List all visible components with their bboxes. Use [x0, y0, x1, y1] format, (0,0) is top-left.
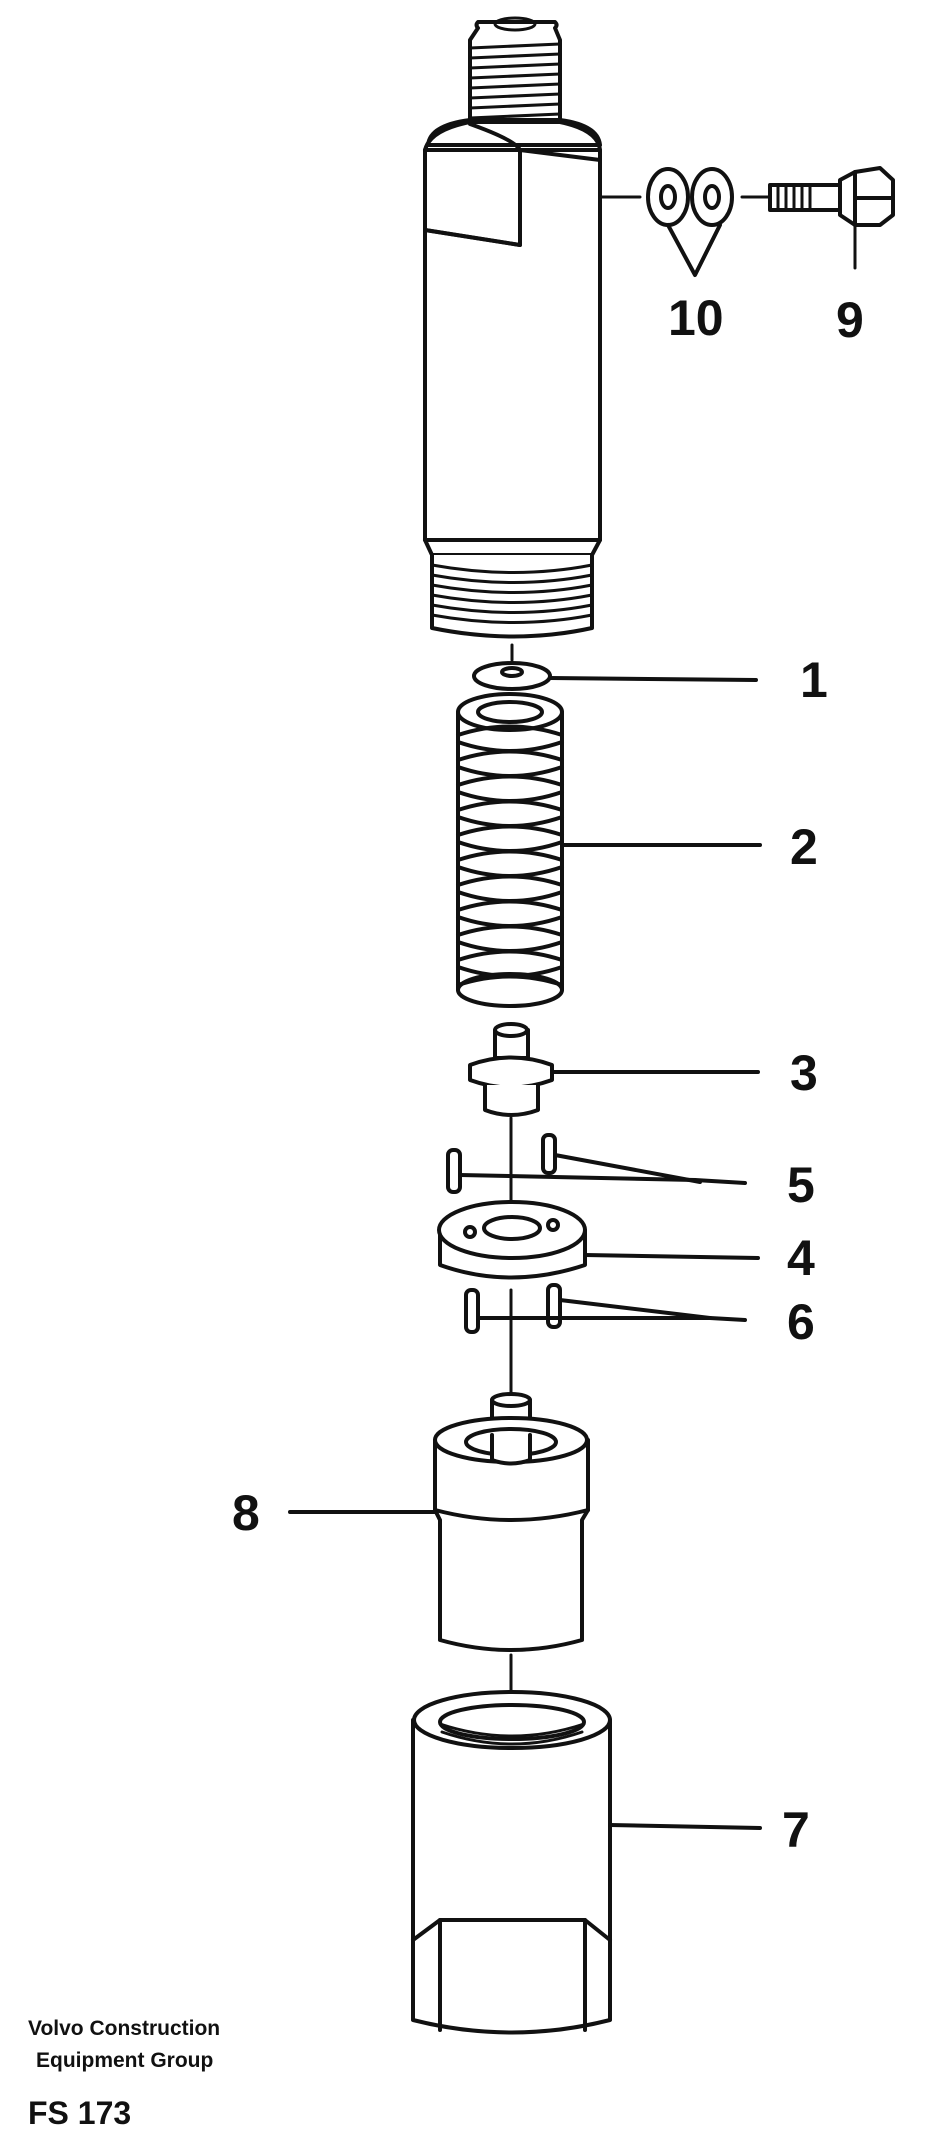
part-5-upper-dowel-pins: [446, 1133, 747, 1194]
part-8-injection-nozzle: [288, 1392, 590, 1722]
part-7-nozzle-nut: [411, 1690, 762, 2035]
injector-holder-body: [423, 16, 642, 639]
callout-10: 10: [668, 290, 724, 346]
company-name-line1: Volvo Construction: [28, 2017, 221, 2040]
callout-6: 6: [787, 1294, 815, 1350]
part-6-lower-dowel-pins: [464, 1283, 747, 1402]
part-3-pressure-spindle: [468, 1022, 760, 1202]
part-10-copper-washers: [646, 167, 734, 277]
part-2-spring: [456, 692, 762, 1008]
part-4-intermediate-disc: [437, 1200, 760, 1280]
company-name-line2: Equipment Group: [36, 2049, 214, 2072]
callout-4: 4: [787, 1230, 815, 1286]
part-1-shim: [472, 643, 758, 691]
callout-9: 9: [836, 292, 864, 348]
callout-1: 1: [800, 652, 828, 708]
callout-7: 7: [782, 1802, 810, 1858]
figure-code: FS 173: [28, 2095, 132, 2131]
callout-2: 2: [790, 819, 818, 875]
callout-3: 3: [790, 1045, 818, 1101]
part-9-banjo-bolt: [740, 166, 895, 270]
callout-8: 8: [232, 1485, 260, 1541]
callout-5: 5: [787, 1157, 815, 1213]
